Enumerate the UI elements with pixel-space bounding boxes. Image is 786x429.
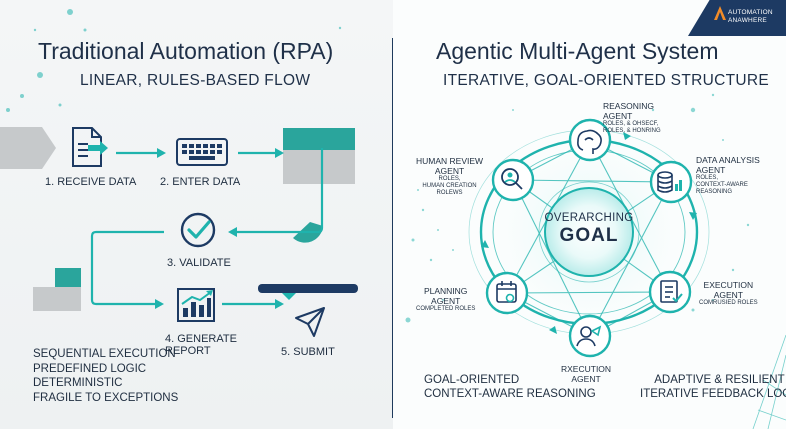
- corner-lines: [752, 334, 786, 429]
- step-generate-label: 4. GENERATE: [165, 333, 237, 345]
- characteristic-item: FRAGILE TO EXCEPTIONS: [33, 391, 179, 404]
- teal-block-top: [283, 128, 355, 150]
- agent-nodes: [485, 118, 693, 358]
- agent-roles: COMRUSIED ROLES: [699, 300, 758, 306]
- particle-dots: [405, 93, 750, 323]
- calendar-icon: [496, 281, 517, 303]
- footer-adaptive: ADAPTIVE & RESILIENT ITERATIVE FEEDBACK …: [640, 374, 786, 400]
- planning-agent-label: PLANNING AGENT COMPLETED ROLES: [416, 286, 475, 313]
- agent-roles: ROLES, & OHSECF, ROLES, & HONRING: [603, 121, 661, 134]
- bar-chart-icon: [177, 288, 215, 322]
- review-search-icon: [501, 168, 523, 190]
- goal-circle: [544, 187, 634, 277]
- agent-network-diagram: [405, 93, 786, 429]
- decorative-dots: [6, 9, 342, 112]
- rpa-panel: Traditional Automation (RPA) LINEAR, RUL…: [0, 0, 393, 429]
- rpa-flow-diagram: [0, 9, 358, 337]
- send-icon: [295, 307, 325, 337]
- agent-name: DATA ANALYSIS AGENT: [696, 155, 760, 175]
- keyboard-icon: [176, 138, 228, 166]
- rxecution-agent-label: RXECUTION AGENT: [561, 364, 611, 384]
- step-enter-label: 2. ENTER DATA: [160, 176, 241, 188]
- step-validate-label: 3. VALIDATE: [167, 257, 231, 269]
- logo-a-icon: [714, 6, 726, 20]
- check-circle-icon: [180, 212, 216, 248]
- step-receive-label: 1. RECEIVE DATA: [45, 176, 137, 188]
- logo-text: AUTOMATION ANAWHERE: [728, 9, 773, 24]
- navy-bar-pointer: [282, 293, 296, 300]
- worker-icon: [576, 325, 602, 347]
- agent-roles: ROLES, CONTEXT-AWARE REASONING: [696, 175, 748, 195]
- goal-label: OVERARCHING GOAL: [539, 212, 639, 247]
- characteristic-item: DETERMINISTIC: [33, 377, 123, 389]
- rpa-subtitle: LINEAR, RULES-BASED FLOW: [80, 72, 311, 89]
- database-icon: [657, 171, 682, 193]
- step-submit-label: 5. SUBMIT: [281, 346, 335, 358]
- data-analysis-agent-label: DATA ANALYSIS AGENT ROLES, CONTEXT-AWARE…: [696, 155, 760, 196]
- brain-icon: [577, 129, 602, 154]
- execution-agent-label: EXECUTION AGENT COMRUSIED ROLES: [699, 280, 758, 307]
- grey-block-top: [283, 150, 355, 184]
- logo-line2: ANAWHERE: [728, 16, 767, 24]
- grey-block-left: [33, 287, 81, 311]
- characteristics-list: SEQUENTIAL EXECUTION PREDEFINED LOGIC DE…: [33, 347, 178, 405]
- agent-name: REASONING AGENT: [603, 101, 655, 121]
- characteristic-item: SEQUENTIAL EXECUTION: [33, 348, 176, 360]
- agentic-subtitle: ITERATIVE, GOAL-ORIENTED STRUCTURE: [443, 72, 769, 89]
- step-generate-label-2: REPORT: [165, 345, 211, 357]
- human-review-agent-label: HUMAN REVIEW AGENT ROLES, HUMAN CREATION…: [416, 156, 483, 197]
- flow-connectors: [90, 148, 324, 306]
- characteristic-item: PREDEFINED LOGIC: [33, 362, 147, 375]
- agent-name: PLANNING AGENT: [423, 286, 468, 306]
- agent-name: EXECUTION AGENT: [703, 280, 754, 300]
- rpa-title: Traditional Automation (RPA): [38, 38, 334, 64]
- navy-bar: [258, 284, 358, 293]
- input-arrow-block: [0, 127, 56, 169]
- orbit-arrow-heads: [481, 132, 697, 334]
- reasoning-agent-label: REASONING AGENT ROLES, & OHSECF, ROLES, …: [603, 101, 661, 135]
- goal-label-line2: GOAL: [559, 225, 619, 246]
- agent-name: RXECUTION AGENT: [561, 364, 612, 384]
- footer-goal-oriented: GOAL-ORIENTED CONTEXT-AWARE REASONING: [424, 374, 596, 400]
- agent-roles: COMPLETED ROLES: [416, 306, 476, 312]
- agent-name: HUMAN REVIEW AGENT: [416, 156, 484, 176]
- arrow-heads: [155, 148, 284, 309]
- agentic-title: Agentic Multi-Agent System: [436, 38, 719, 64]
- agentic-panel: Agentic Multi-Agent System ITERATIVE, GO…: [393, 0, 786, 429]
- logo-line1: AUTOMATION: [728, 9, 773, 16]
- document-arrow: [88, 141, 108, 155]
- checklist-icon: [660, 280, 683, 303]
- goal-label-line1: OVERARCHING: [544, 212, 634, 224]
- agent-roles: ROLES, HUMAN CREATION ROLEWS: [422, 176, 477, 196]
